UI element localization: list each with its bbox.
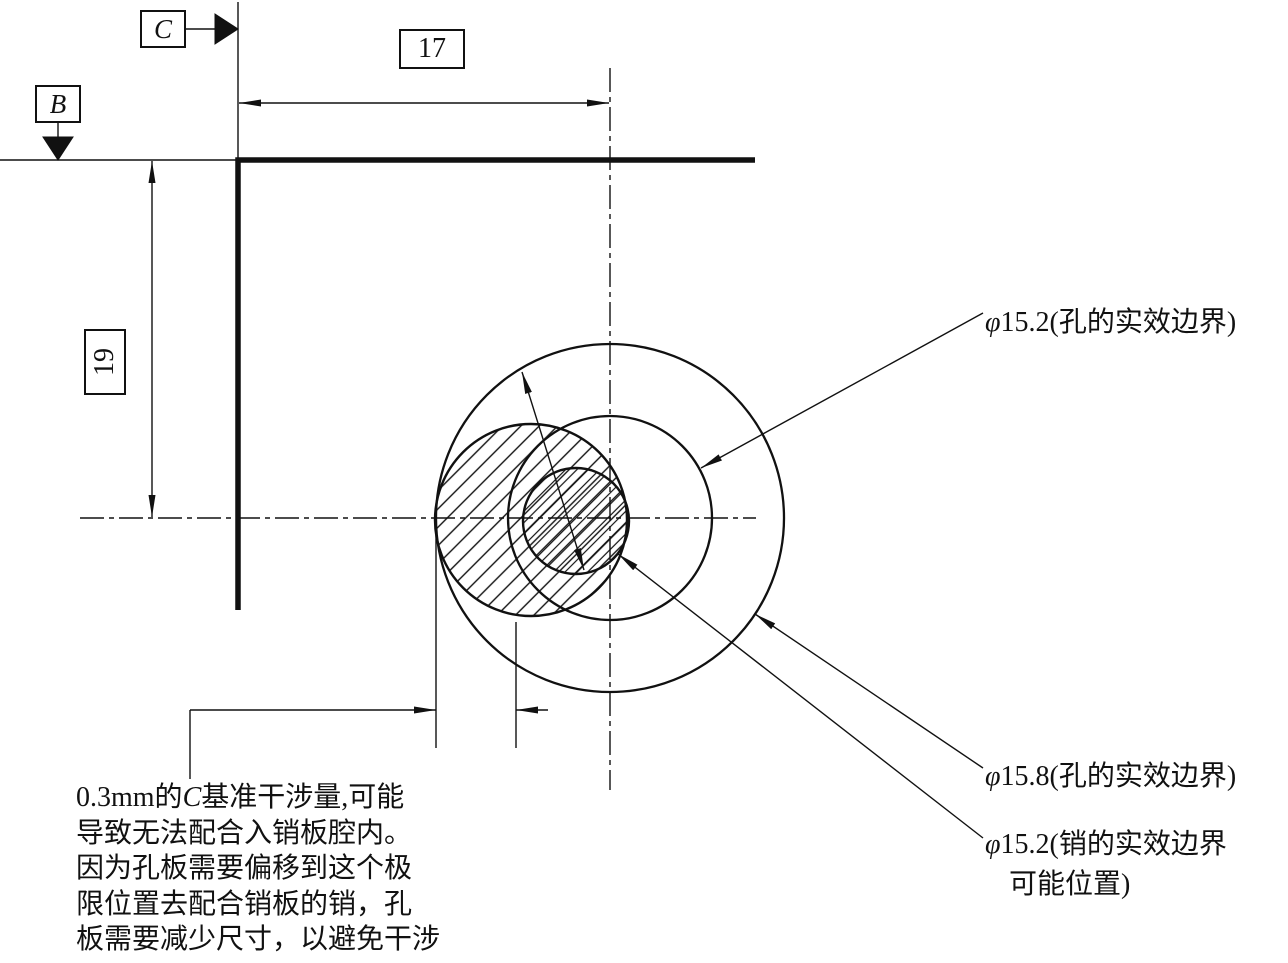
- dim-17-value: 17: [418, 33, 446, 64]
- dim-19-value: 19: [89, 348, 120, 376]
- datum-c-triangle-icon: [214, 13, 239, 45]
- callout-desc: (孔的实效边界): [1049, 307, 1237, 338]
- note-line1-datum: C: [182, 782, 202, 813]
- note-line-3: 因为孔板需要偏移到这个极: [76, 853, 413, 884]
- centerlines: [80, 68, 756, 790]
- phi-symbol: φ: [985, 307, 1001, 338]
- datum-frame-c: C: [140, 10, 186, 48]
- note-text: 0.3mm的C基准干涉量,可能 导致无法配合入销板腔内。 因为孔板需要偏移到这个…: [76, 780, 440, 958]
- offset-dimension: [189, 526, 548, 779]
- leader-hole-vc-158: [754, 613, 984, 769]
- note-line-5: 板需要减少尺寸，以避免干涉: [76, 924, 441, 955]
- phi-symbol: φ: [985, 829, 1001, 860]
- callout-desc2: 可能位置): [1009, 869, 1131, 900]
- leader-hole-vc-152: [700, 312, 984, 469]
- leader-pin-vc-152: [617, 553, 984, 839]
- phi-symbol: φ: [985, 761, 1001, 792]
- datum-c-label: C: [153, 13, 172, 44]
- part-edges: [0, 2, 755, 610]
- callout-size: 15.2: [1000, 307, 1050, 338]
- dim-17-box: 17: [399, 29, 465, 69]
- callout-desc: (销的实效边界: [1049, 829, 1227, 860]
- callout-size: 15.2: [1000, 829, 1050, 860]
- dim-19-box: 19: [84, 329, 126, 395]
- note-line1-pre: 0.3mm的: [76, 782, 183, 813]
- callout-desc: (孔的实效边界): [1049, 761, 1237, 792]
- note-line-2: 导致无法配合入销板腔内。: [76, 817, 413, 849]
- dimension-lines: [148, 99, 609, 517]
- callout-leaders: [617, 312, 984, 839]
- callout-line2: 可能位置): [985, 862, 1227, 902]
- datum-frame-b: B: [35, 85, 81, 123]
- note-line1-post: 基准干涉量,可能: [201, 782, 405, 813]
- circle-pin-inner: [521, 466, 631, 576]
- callout-size: 15.8: [1000, 761, 1050, 792]
- note-line-1: 0.3mm的C基准干涉量,可能: [76, 780, 440, 816]
- datum-b-triangle-icon: [42, 136, 74, 161]
- datum-symbols: [42, 13, 239, 161]
- part-corner-edge: [235, 157, 755, 610]
- note-line-4: 限位置去配合销板的销，孔: [76, 888, 413, 920]
- datum-b-label: B: [49, 88, 67, 119]
- diameter-arrow: [521, 371, 585, 571]
